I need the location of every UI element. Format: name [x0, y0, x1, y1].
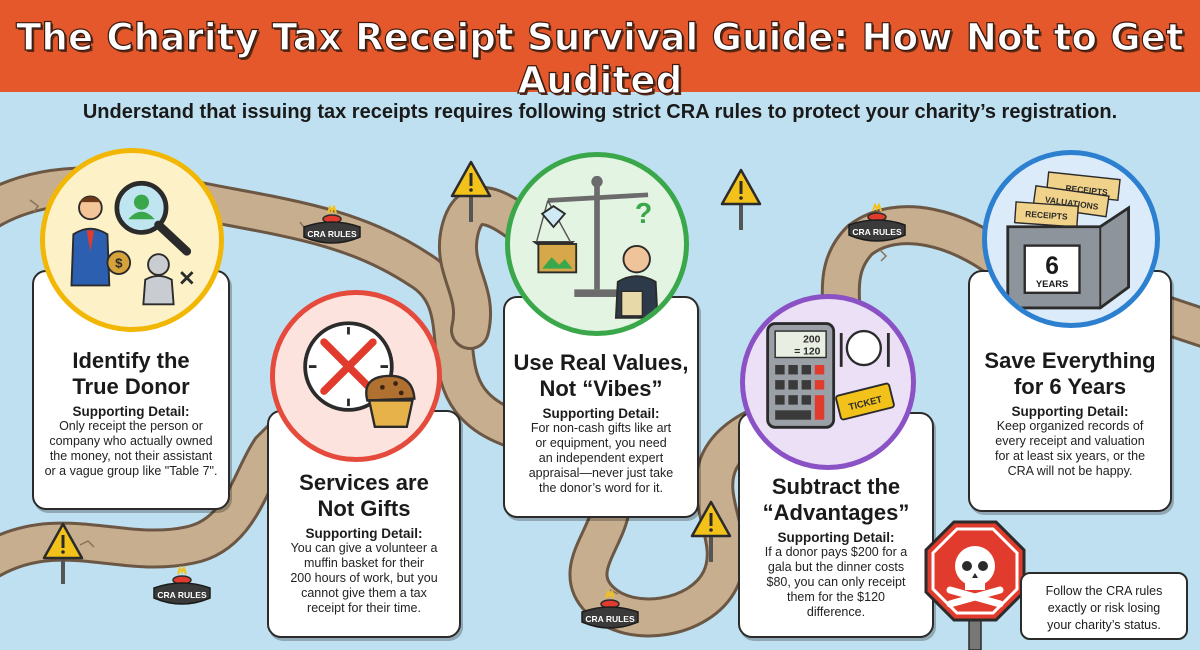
- step-title: Identify the: [72, 348, 190, 373]
- step-title: Services are: [299, 470, 429, 495]
- svg-text:?: ?: [635, 198, 652, 230]
- supporting-detail-label: Supporting Detail:: [542, 406, 660, 421]
- cra-rules-label: CRA RULES: [157, 590, 207, 600]
- cra-rules-button-icon: CRA RULES: [581, 590, 639, 629]
- cra-rules-button-icon: CRA RULES: [848, 203, 906, 242]
- years-label: YEARS: [1036, 278, 1068, 289]
- svg-text:RECEIPTS: RECEIPTS: [1025, 209, 1068, 222]
- calculator-dinner-icon: 200 = 120 TICKET: [740, 294, 916, 470]
- step-title: Not “Vibes”: [539, 376, 663, 401]
- step-title: Save Everything: [984, 348, 1156, 373]
- supporting-detail-label: Supporting Detail:: [1011, 404, 1129, 419]
- years-number: 6: [1045, 253, 1059, 280]
- supporting-detail-label: Supporting Detail:: [777, 530, 895, 545]
- subtitle: Understand that issuing tax receipts req…: [82, 101, 1118, 123]
- cra-rules-label: CRA RULES: [585, 614, 635, 624]
- skull-stop-sign-icon: [924, 520, 1026, 650]
- file-box-icon: RECEIPTS VALUATIONS RECEIPTS 6 YEARS: [982, 150, 1160, 328]
- cra-rules-button-icon: CRA RULES: [153, 566, 211, 605]
- scale-appraiser-icon: ?: [505, 152, 689, 336]
- cra-rules-button-icon: CRA RULES: [303, 205, 361, 244]
- calculator-display: = 120: [794, 347, 820, 358]
- supporting-detail-label: Supporting Detail:: [305, 526, 423, 541]
- supporting-detail-label: Supporting Detail:: [72, 404, 190, 419]
- step-title: Subtract the: [771, 474, 901, 499]
- cra-rules-label: CRA RULES: [307, 229, 357, 239]
- warning-sign-icon: [720, 168, 762, 230]
- warning-sign-icon: [42, 522, 84, 584]
- title-banner: The Charity Tax Receipt Survival Guide: …: [0, 0, 1200, 103]
- crossed-clock-muffin-icon: [270, 290, 442, 462]
- page-title: The Charity Tax Receipt Survival Guide: …: [15, 15, 1184, 102]
- step-title: Not Gifts: [317, 496, 411, 521]
- cra-rules-label: CRA RULES: [852, 227, 902, 237]
- step-title: for 6 Years: [1013, 374, 1127, 399]
- donor-search-icon: $: [40, 148, 224, 332]
- calculator-display: 200: [803, 334, 821, 345]
- step-title: “Advantages”: [762, 500, 910, 525]
- warning-sign-icon: [450, 160, 492, 222]
- warning-sign-icon: [690, 500, 732, 562]
- footer-warning: Follow the CRA rules exactly or risk los…: [1020, 572, 1188, 640]
- svg-text:$: $: [115, 255, 123, 270]
- step-title: True Donor: [72, 374, 190, 399]
- step-title: Use Real Values,: [513, 350, 689, 375]
